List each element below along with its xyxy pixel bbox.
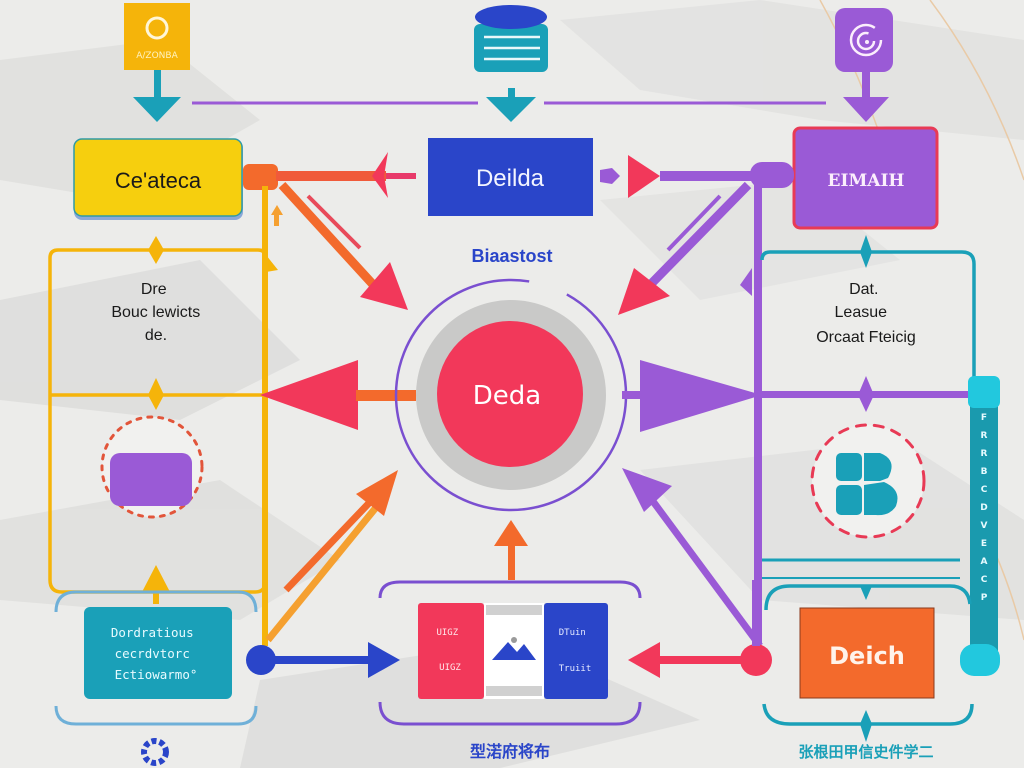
- connector-bottom-right-to-center: [628, 580, 772, 678]
- node-delida-caption: Biaastost: [471, 246, 552, 266]
- top-right-icon-block[interactable]: [835, 8, 893, 72]
- bottom-center-left-text: UIGZ UIGZ: [436, 628, 463, 673]
- bottom-center-frame: [378, 580, 642, 726]
- spiral-at-icon: [849, 23, 883, 57]
- side-bar-letter: F: [981, 413, 987, 423]
- node-eiman-label: EIMAIH: [828, 171, 905, 191]
- node-bottom-left-text: Dordratious cecrdvtorc Ectiowarmo°: [111, 625, 201, 682]
- node-create[interactable]: Ce'ateca: [73, 138, 243, 220]
- arrow-eiman-to-hub: [618, 181, 752, 315]
- side-bar-letter: V: [981, 521, 988, 531]
- side-bar-letter: P: [981, 593, 988, 603]
- bottom-right-frame: [762, 584, 974, 742]
- segmented-b-badge-icon[interactable]: [810, 423, 926, 539]
- mountain-image-icon: [492, 637, 536, 660]
- node-hub[interactable]: Deda: [437, 321, 583, 467]
- connector-delida-to-eiman: [600, 155, 794, 198]
- rounded-square-badge-icon[interactable]: [100, 415, 204, 519]
- node-delida-label: Deilda: [476, 165, 545, 192]
- side-bar-letter: R: [981, 431, 988, 441]
- node-bottom-right[interactable]: Deich: [799, 607, 935, 699]
- side-bar-letter: B: [981, 467, 988, 477]
- gear-icon[interactable]: [141, 738, 169, 766]
- connector-bottom-left-to-center: [246, 642, 400, 678]
- connector-create-to-delida: [243, 152, 416, 198]
- arrow-down-teal-left: [133, 70, 181, 122]
- hub-arrow-right: [622, 360, 976, 432]
- bottom-center-right-text: DTuin Truiit: [559, 628, 592, 674]
- right-panel-frame: [740, 182, 976, 644]
- database-icon[interactable]: [474, 5, 548, 72]
- side-bar-letter: R: [981, 449, 988, 459]
- arrow-up-to-hub: [494, 520, 528, 580]
- side-bar-letter: E: [981, 539, 987, 549]
- node-bottom-left[interactable]: [84, 607, 232, 699]
- node-bottom-right-label: Deich: [829, 642, 905, 670]
- side-bar-letter: C: [981, 485, 988, 495]
- arrow-create-to-hub: [278, 181, 408, 310]
- bottom-center-caption: 型渃府将布: [470, 742, 550, 761]
- arrow-down-teal-center: [486, 88, 536, 122]
- right-panel-text: Dat. Leasue Orcaat Fteicig: [816, 281, 916, 346]
- arrow-bottom-left-to-hub: [265, 470, 398, 643]
- node-bottom-center[interactable]: [418, 603, 608, 699]
- node-delida[interactable]: Deilda: [428, 138, 593, 216]
- side-bar-letter: D: [980, 503, 987, 513]
- side-bar-letter: A: [981, 557, 988, 567]
- arrow-bottom-right-to-hub: [622, 468, 763, 649]
- top-left-icon-caption: A/ZONBA: [136, 51, 178, 61]
- node-create-label: Ce'ateca: [115, 168, 202, 193]
- bottom-right-caption: 张根田甲信史件学二: [798, 743, 933, 761]
- side-bar[interactable]: [960, 376, 1000, 676]
- bottom-left-frame: [54, 590, 258, 726]
- left-panel-text: Dre Bouc lewicts de.: [111, 281, 204, 344]
- top-left-icon-block[interactable]: A/ZONBA: [124, 3, 190, 70]
- side-bar-letter: C: [981, 575, 988, 585]
- node-eiman[interactable]: EIMAIH: [792, 126, 939, 230]
- circle-ring-icon: [145, 16, 169, 40]
- hub-arrow-left: [260, 360, 416, 430]
- node-hub-label: Deda: [473, 381, 541, 411]
- arrow-down-purple-right: [843, 72, 889, 122]
